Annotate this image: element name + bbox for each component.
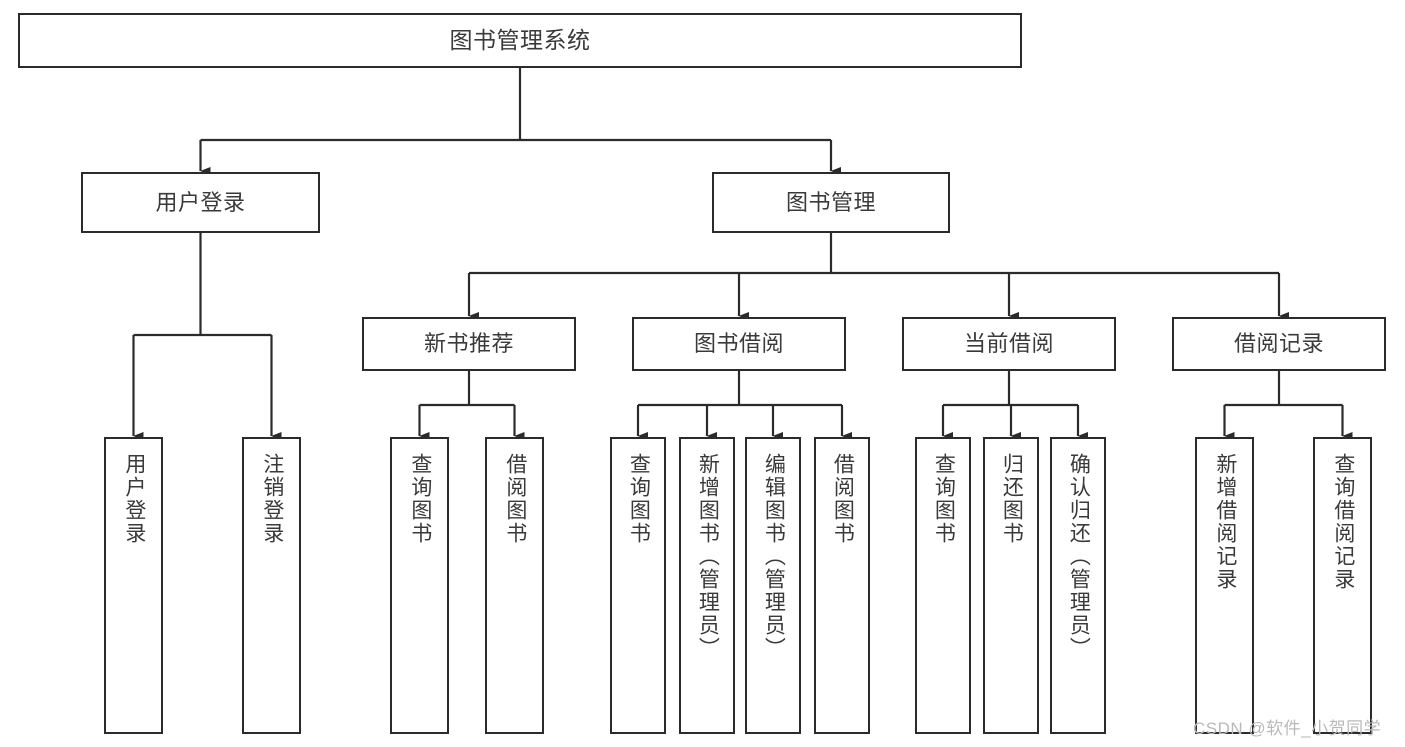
node-label: 编辑图书（管理员）: [762, 453, 786, 660]
node-n2b[interactable]: 图书借阅: [632, 317, 846, 371]
node-l7[interactable]: 编辑图书（管理员）: [745, 437, 801, 734]
node-l1[interactable]: 用户登录: [104, 437, 163, 734]
watermark-label: CSDN @软件_小贺同学: [1193, 719, 1382, 738]
node-l8[interactable]: 借阅图书: [814, 437, 870, 734]
node-label: 借阅图书: [831, 453, 855, 545]
node-l11[interactable]: 确认归还（管理员）: [1050, 437, 1106, 734]
node-label: 用户登录: [155, 189, 246, 215]
node-label: 图书管理: [785, 189, 876, 215]
node-l2[interactable]: 注销登录: [242, 437, 301, 734]
node-label: 新书推荐: [423, 331, 514, 357]
node-label: 归还图书: [1000, 453, 1024, 545]
node-l6[interactable]: 新增图书（管理员）: [679, 437, 735, 734]
node-label: 查询借阅记录: [1331, 453, 1355, 591]
node-l5[interactable]: 查询图书: [610, 437, 666, 734]
node-n2d[interactable]: 借阅记录: [1172, 317, 1386, 371]
node-label: 图书管理系统: [449, 26, 591, 53]
node-l12[interactable]: 新增借阅记录: [1195, 437, 1254, 734]
node-n2a[interactable]: 新书推荐: [362, 317, 576, 371]
node-label: 注销登录: [260, 453, 284, 545]
node-label: 查询图书: [627, 453, 651, 545]
node-n1a[interactable]: 用户登录: [81, 172, 320, 233]
node-label: 用户登录: [122, 453, 146, 545]
node-l10[interactable]: 归还图书: [983, 437, 1039, 734]
node-label: 图书借阅: [693, 331, 784, 357]
node-label: 借阅记录: [1233, 331, 1324, 357]
node-root[interactable]: 图书管理系统: [18, 13, 1022, 68]
node-label: 确认归还（管理员）: [1067, 453, 1091, 660]
node-l13[interactable]: 查询借阅记录: [1313, 437, 1372, 734]
node-label: 查询图书: [408, 453, 432, 545]
node-l9[interactable]: 查询图书: [915, 437, 971, 734]
node-label: 新增图书（管理员）: [696, 453, 720, 660]
node-n1b[interactable]: 图书管理: [712, 172, 950, 233]
node-label: 新增借阅记录: [1213, 453, 1237, 591]
node-label: 当前借阅: [963, 331, 1054, 357]
node-n2c[interactable]: 当前借阅: [902, 317, 1116, 371]
node-l4[interactable]: 借阅图书: [485, 437, 544, 734]
node-label: 借阅图书: [503, 453, 527, 545]
node-l3[interactable]: 查询图书: [390, 437, 449, 734]
node-label: 查询图书: [932, 453, 956, 545]
